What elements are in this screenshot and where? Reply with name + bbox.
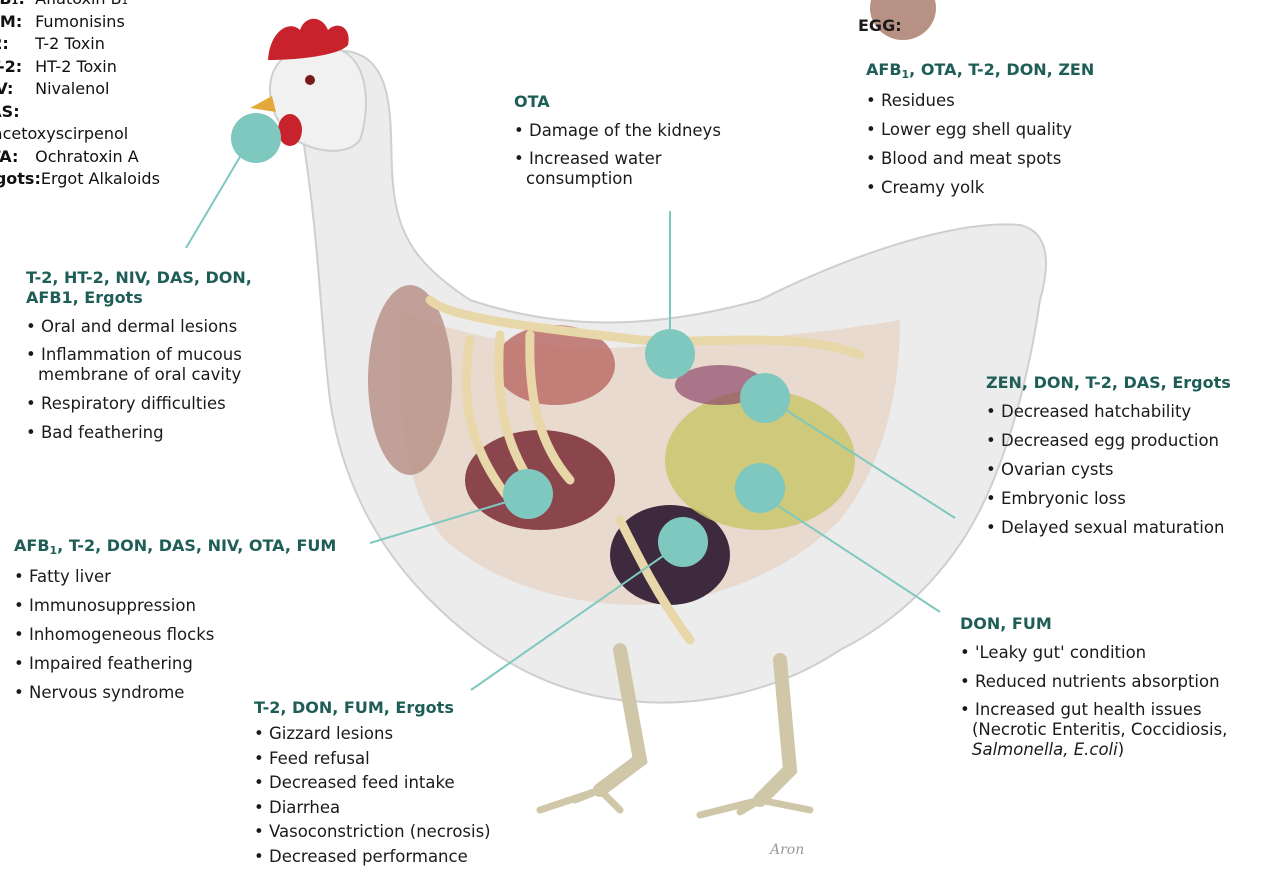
group-beak: T-2, HT-2, NIV, DAS, DON, AFB1, Ergots O…	[26, 268, 326, 447]
list-item: Diarrhea	[254, 796, 554, 821]
legend-row: DAS:	[0, 101, 160, 124]
list-item: Bad feathering	[26, 418, 326, 447]
group-gut-heading: DON, FUM	[960, 614, 1265, 634]
legend-row: Ergots:Ergot Alkaloids	[0, 168, 160, 191]
group-gut: DON, FUM 'Leaky gut' condition Reduced n…	[960, 614, 1265, 764]
group-gizzard-heading: T-2, DON, FUM, Ergots	[254, 698, 554, 718]
list-item: Decreased feed intake	[254, 771, 554, 796]
group-kidney-heading: OTA	[514, 92, 764, 112]
list-item: Inhomogeneous flocks	[14, 620, 364, 649]
legend-row: NIV: Nivalenol	[0, 78, 160, 101]
list-item: Increased water consumption	[514, 149, 706, 189]
list-item: Feed refusal	[254, 747, 554, 772]
list-item: Blood and meat spots	[866, 144, 1166, 173]
beak-shape	[250, 96, 276, 112]
group-reproductive-heading: ZEN, DON, T-2, DAS, Ergots	[986, 373, 1266, 393]
group-gizzard-list: Gizzard lesions Feed refusal Decreased f…	[254, 722, 554, 869]
group-gut-list: 'Leaky gut' condition Reduced nutrients …	[960, 638, 1265, 760]
wattle-shape	[278, 114, 302, 146]
list-item: Delayed sexual maturation	[986, 513, 1266, 542]
gizzard-marker	[658, 517, 708, 567]
list-item: Creamy yolk	[866, 173, 1166, 202]
group-reproductive: ZEN, DON, T-2, DAS, Ergots Decreased hat…	[986, 373, 1266, 542]
group-egg-heading: AFB1, OTA, T-2, DON, ZEN	[866, 60, 1166, 82]
list-item: Ovarian cysts	[986, 455, 1266, 484]
list-item: Damage of the kidneys	[514, 116, 764, 145]
group-kidney: OTA Damage of the kidneys Increased wate…	[514, 92, 764, 193]
legend-row: T-2: T-2 Toxin	[0, 33, 160, 56]
list-item: Respiratory difficulties	[26, 389, 326, 418]
group-liver-list: Fatty liver Immunosuppression Inhomogene…	[14, 562, 364, 707]
group-egg-list: Residues Lower egg shell quality Blood a…	[866, 86, 1166, 202]
list-item: Immunosuppression	[14, 591, 364, 620]
list-item: Embryonic loss	[986, 484, 1266, 513]
group-kidney-list: Damage of the kidneys Increased water co…	[514, 116, 764, 189]
egg-label: EGG:	[858, 16, 902, 35]
liver-marker	[503, 469, 553, 519]
list-item: Oral and dermal lesions	[26, 312, 326, 341]
list-item: Residues	[866, 86, 1166, 115]
group-reproductive-list: Decreased hatchability Decreased egg pro…	[986, 397, 1266, 542]
group-beak-heading: T-2, HT-2, NIV, DAS, DON, AFB1, Ergots	[26, 268, 296, 308]
reproductive-marker	[740, 373, 790, 423]
list-item: Gizzard lesions	[254, 722, 554, 747]
list-item: Decreased performance	[254, 845, 554, 870]
legend-row: Diacetoxyscirpenol	[0, 123, 160, 146]
crop-shape	[368, 285, 452, 475]
abbreviation-legend: AFB₁: Aflatoxin B₁ FUM: Fumonisins T-2: …	[0, 0, 160, 191]
list-item: Reduced nutrients absorption	[960, 667, 1265, 696]
list-item: 'Leaky gut' condition	[960, 638, 1265, 667]
list-item: Lower egg shell quality	[866, 115, 1166, 144]
list-item: Fatty liver	[14, 562, 364, 591]
group-gizzard: T-2, DON, FUM, Ergots Gizzard lesions Fe…	[254, 698, 554, 869]
group-liver-heading: AFB1, T-2, DON, DAS, NIV, OTA, FUM	[14, 536, 364, 558]
list-item: Decreased egg production	[986, 426, 1266, 455]
legend-row: AFB₁: Aflatoxin B₁	[0, 0, 160, 11]
legend-row: FUM: Fumonisins	[0, 11, 160, 34]
list-item: Decreased hatchability	[986, 397, 1266, 426]
gut-marker	[735, 463, 785, 513]
kidney-marker	[645, 329, 695, 379]
list-item: Impaired feathering	[14, 649, 364, 678]
legend-row: OTA: Ochratoxin A	[0, 146, 160, 169]
list-item: Inflammation of mucous membrane of oral …	[26, 345, 288, 385]
group-egg: AFB1, OTA, T-2, DON, ZEN Residues Lower …	[866, 60, 1166, 202]
eye-icon	[305, 75, 315, 85]
list-item: Increased gut health issues (Necrotic En…	[960, 700, 1271, 760]
beak-marker	[231, 113, 281, 163]
legend-row: HT-2: HT-2 Toxin	[0, 56, 160, 79]
list-item: Vasoconstriction (necrosis)	[254, 820, 554, 845]
group-beak-list: Oral and dermal lesions Inflammation of …	[26, 312, 326, 447]
artist-signature: Aron	[770, 842, 804, 858]
group-liver: AFB1, T-2, DON, DAS, NIV, OTA, FUM Fatty…	[14, 536, 364, 707]
